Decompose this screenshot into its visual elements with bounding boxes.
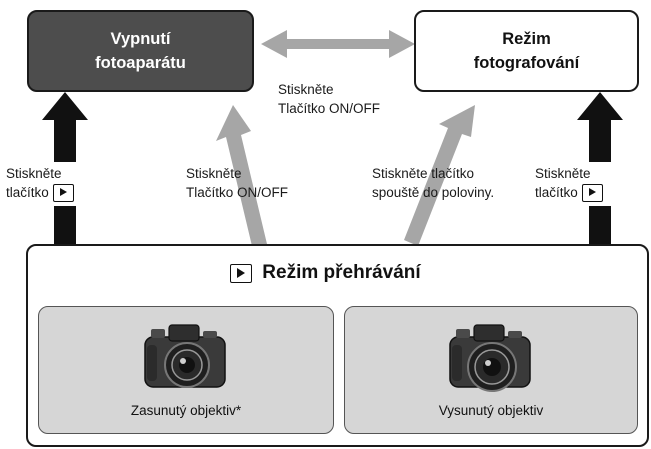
transition-left-label: Stiskněte tlačítko (6, 164, 74, 203)
camera-icon (449, 324, 531, 392)
playback-mode-label: Režim přehrávání (262, 262, 421, 283)
extended-lens-label: Vysunutý objektiv (438, 403, 544, 418)
play-button-icon (230, 263, 253, 283)
transition-playback-shoot-line1: Stiskněte tlačítko (372, 166, 475, 181)
shooting-mode-line2: fotografování (473, 54, 580, 72)
play-button-icon (581, 184, 603, 203)
transition-left-line2: tlačítko (6, 185, 49, 200)
transition-off-shoot-line2: Tlačítko ON/OFF (278, 101, 381, 116)
transition-right-label: Stiskněte tlačítko (535, 164, 603, 203)
transition-playback-off-line2: Tlačítko ON/OFF (186, 185, 289, 200)
transition-right-line2: tlačítko (535, 185, 578, 200)
state-camera-off: Vypnutí fotoaparátu (27, 10, 254, 92)
retracted-lens-label: Zasunutý objektiv* (130, 403, 242, 418)
transition-playback-shoot-label: Stiskněte tlačítko spouště do poloviny. (372, 164, 494, 202)
transition-off-shoot-label: Stiskněte Tlačítko ON/OFF (278, 80, 380, 118)
arrow-playback-to-off (216, 105, 267, 246)
transition-playback-off-label: Stiskněte Tlačítko ON/OFF (186, 164, 288, 202)
substate-lens-retracted: Zasunutý objektiv* (38, 306, 334, 434)
transition-left-line1: Stiskněte (6, 166, 62, 181)
arrow-off-shoot (261, 30, 415, 58)
substate-lens-extended: Vysunutý objektiv (344, 306, 638, 434)
camera-off-line2: fotoaparátu (95, 54, 186, 72)
play-button-icon (52, 184, 74, 203)
arrow-playback-to-shoot (404, 105, 475, 246)
playback-mode-title: Režim přehrávání (0, 262, 651, 284)
transition-right-line1: Stiskněte (535, 166, 591, 181)
camera-icon (144, 324, 226, 388)
state-shooting-mode: Režim fotografování (414, 10, 639, 92)
shooting-mode-line1: Režim (502, 30, 551, 48)
transition-playback-off-line1: Stiskněte (186, 166, 242, 181)
transition-off-shoot-line1: Stiskněte (278, 82, 334, 97)
camera-off-line1: Vypnutí (110, 30, 171, 48)
transition-playback-shoot-line2: spouště do poloviny. (372, 185, 495, 200)
